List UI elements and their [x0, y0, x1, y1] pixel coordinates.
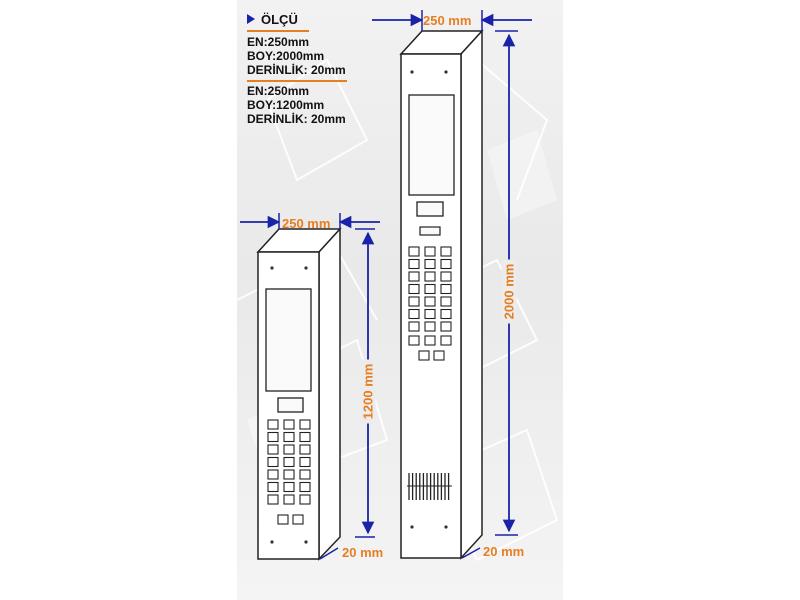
- keypad-key: [283, 431, 295, 443]
- panel-small-keypad: [267, 419, 311, 525]
- panel-tall-card-slot: [419, 226, 441, 236]
- panel-small: [256, 227, 342, 561]
- small-depth-leader: [319, 547, 339, 560]
- keypad-key: [299, 494, 311, 505]
- tall-depth-leader: [461, 547, 481, 559]
- panel-small-side-face: [318, 227, 341, 561]
- panel-tall-screen: [408, 94, 455, 196]
- keypad-key: [299, 419, 311, 430]
- keypad-key: [440, 296, 452, 307]
- screw-icon: [270, 540, 274, 544]
- keypad-key: [299, 444, 311, 455]
- keypad-key: [283, 494, 295, 505]
- keypad-key: [424, 271, 436, 282]
- keypad-key: [267, 431, 279, 443]
- screw-icon: [270, 266, 274, 270]
- tall-width-label: 250 mm: [423, 13, 472, 28]
- keypad-key: [267, 444, 279, 455]
- panel-small-screen: [265, 288, 312, 392]
- screw-icon: [410, 525, 414, 529]
- screw-icon: [444, 70, 448, 74]
- keypad-key: [299, 456, 311, 468]
- keypad-key: [408, 283, 420, 295]
- play-triangle-icon: [247, 14, 255, 24]
- keypad-key: [424, 258, 436, 270]
- spec-separator: [247, 80, 347, 82]
- keypad-key: [299, 431, 311, 443]
- keypad-key: [267, 419, 279, 430]
- keypad-key: [440, 246, 452, 257]
- spec-set1-width: EN:250mm: [247, 35, 310, 49]
- keypad-key: [424, 283, 436, 295]
- spec-set2-depth: DERİNLİK: 20mm: [247, 112, 346, 126]
- spec-set2-height: BOY:1200mm: [247, 98, 325, 112]
- keypad-key: [267, 456, 279, 468]
- screw-icon: [304, 266, 308, 270]
- keypad-key: [408, 258, 420, 270]
- panel-small-display: [277, 397, 304, 413]
- keypad-key: [440, 335, 452, 346]
- keypad-key: [408, 308, 420, 320]
- tall-depth-label: 20 mm: [483, 544, 525, 559]
- panel-tall-side-face: [460, 29, 483, 560]
- spec-block: ÖLÇÜ EN:250mm BOY:2000mm DERİNLİK: 20mm …: [247, 10, 397, 126]
- keypad-key: [408, 271, 420, 282]
- keypad-key: [283, 419, 295, 430]
- keypad-key: [408, 321, 420, 332]
- panel-tall-speaker-grille: [407, 473, 452, 500]
- panel-tall-keypad: [408, 246, 452, 361]
- keypad-key: [424, 335, 436, 346]
- keypad-key: [440, 308, 452, 320]
- keypad-key: [283, 456, 295, 468]
- screw-icon: [304, 540, 308, 544]
- screw-icon: [444, 525, 448, 529]
- spec-set1-height: BOY:2000mm: [247, 49, 325, 63]
- spec-set1-depth: DERİNLİK: 20mm: [247, 63, 346, 77]
- keypad-key: [283, 481, 295, 493]
- keypad-key: [277, 514, 289, 525]
- panel-tall-screws: [410, 70, 448, 529]
- keypad-key: [299, 481, 311, 493]
- spec-heading-underline: [247, 30, 309, 32]
- keypad-key: [267, 469, 279, 480]
- keypad-key: [418, 350, 430, 361]
- keypad-key: [433, 350, 445, 361]
- panel-small-screws: [270, 266, 308, 544]
- keypad-key: [424, 321, 436, 332]
- keypad-key: [424, 296, 436, 307]
- keypad-key: [424, 246, 436, 257]
- keypad-key: [267, 494, 279, 505]
- keypad-key: [408, 246, 420, 257]
- keypad-key: [299, 469, 311, 480]
- small-width-label: 250 mm: [282, 216, 331, 231]
- keypad-key: [440, 258, 452, 270]
- keypad-key: [408, 296, 420, 307]
- panel-tall-display: [416, 201, 444, 217]
- keypad-key: [424, 308, 436, 320]
- spec-heading: ÖLÇÜ: [247, 10, 397, 28]
- small-depth-label: 20 mm: [342, 545, 384, 560]
- keypad-key: [440, 271, 452, 282]
- keypad-key: [440, 321, 452, 332]
- keypad-key: [267, 481, 279, 493]
- screw-icon: [410, 70, 414, 74]
- keypad-key: [283, 444, 295, 455]
- tall-height-label: 2000 mm: [501, 259, 517, 324]
- spec-set2-width: EN:250mm: [247, 84, 310, 98]
- keypad-key: [283, 469, 295, 480]
- keypad-key: [292, 514, 304, 525]
- spec-heading-text: ÖLÇÜ: [261, 11, 298, 27]
- small-height-label: 1200 mm: [360, 359, 376, 424]
- keypad-key: [440, 283, 452, 295]
- keypad-key: [408, 335, 420, 346]
- panel-tall: [399, 29, 484, 560]
